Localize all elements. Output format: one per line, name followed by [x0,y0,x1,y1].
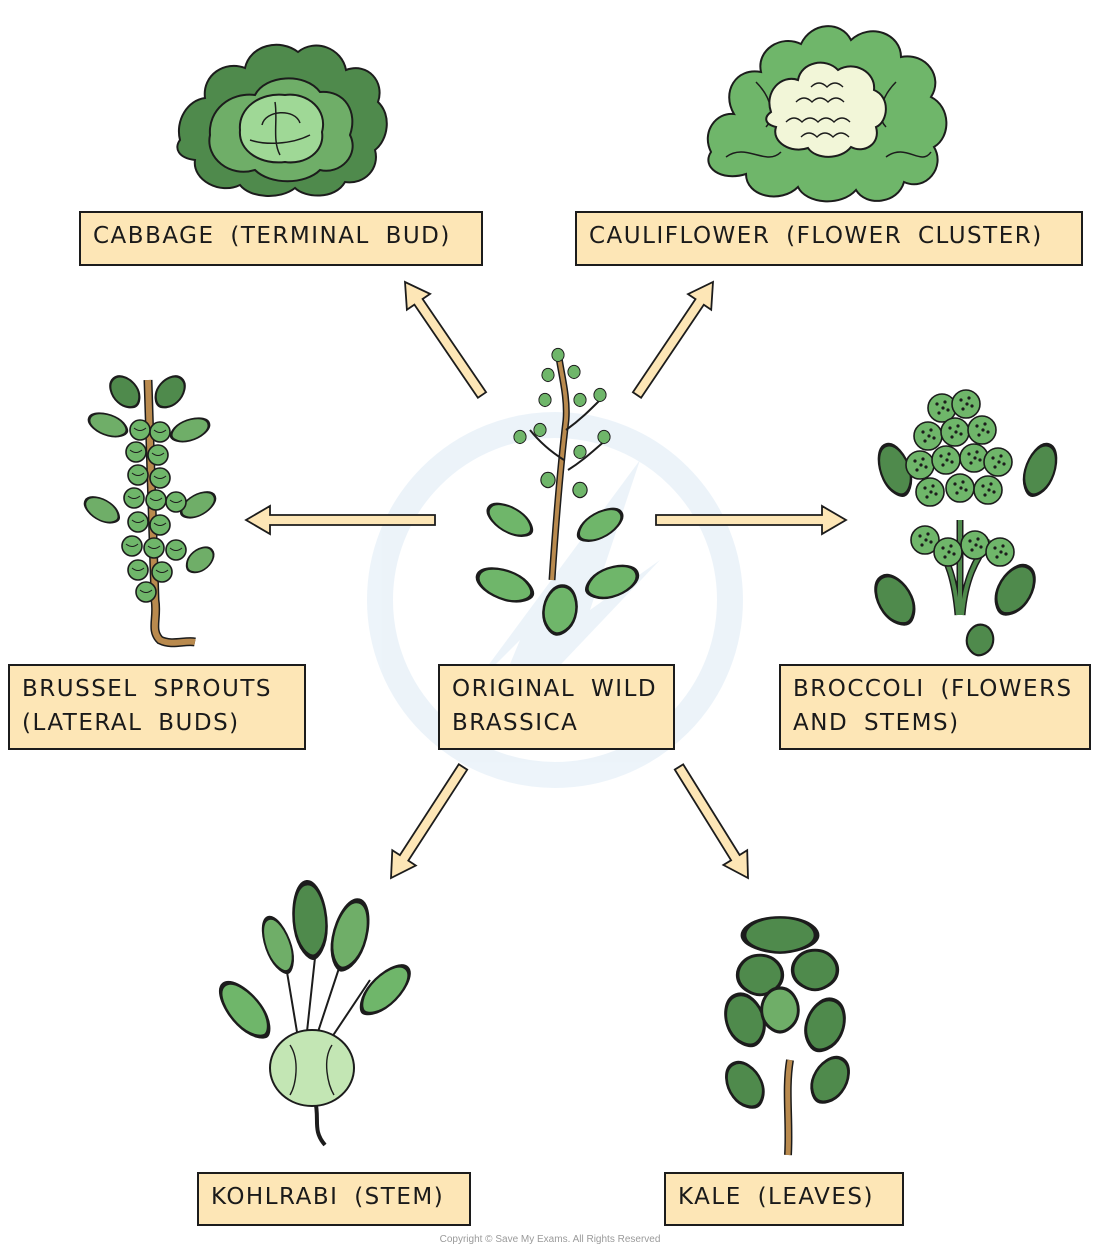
brussel-sprouts-label-line-2: (LATERAL BUDS) [22,710,240,736]
broccoli-label-line-1: BROCCOLI (FLOWERS [793,676,1073,702]
brussel-sprouts-icon [79,369,221,648]
cabbage-label: CABBAGE (TERMINAL BUD) [79,211,483,266]
original-wild-brassica-label: ORIGINAL WILD BRASSICA [438,664,675,750]
kohlrabi-label: KOHLRABI (STEM) [197,1172,471,1226]
kale-icon [716,917,858,1156]
cauliflower-icon [706,25,948,203]
cauliflower-label: CAULIFLOWER (FLOWER CLUSTER) [575,211,1083,266]
arrow-original-to-kale [673,763,749,880]
arrow-original-to-cauliflower [631,280,714,400]
broccoli-label-line-2: AND STEMS) [793,710,960,736]
broccoli-label: BROCCOLI (FLOWERS AND STEMS) [779,664,1091,750]
broccoli-icon [865,389,1065,659]
arrow-original-to-broccoli [655,504,848,536]
original-wild-brassica-label-line-2: BRASSICA [452,710,579,736]
arrow-original-to-kohlrabi [390,763,469,880]
copyright-notice: Copyright © Save My Exams. All Rights Re… [439,1234,661,1245]
kale-label-text: KALE (LEAVES) [678,1184,874,1210]
kohlrabi-icon [210,881,419,1147]
brussel-sprouts-label-line-1: BRUSSEL SPROUTS [22,676,272,702]
cauliflower-label-text: CAULIFLOWER (FLOWER CLUSTER) [589,223,1043,249]
original-wild-brassica-label-line-1: ORIGINAL WILD [452,676,658,702]
wild-brassica-icon [471,347,644,639]
kohlrabi-label-text: KOHLRABI (STEM) [211,1184,445,1210]
brussel-sprouts-label: BRUSSEL SPROUTS (LATERAL BUDS) [8,664,306,750]
cabbage-icon [176,43,388,197]
arrows-group [244,280,848,880]
arrow-original-to-cabbage [403,280,488,400]
kale-label: KALE (LEAVES) [664,1172,904,1226]
arrow-original-to-brussel [244,504,436,536]
cabbage-label-text: CABBAGE (TERMINAL BUD) [93,223,451,249]
